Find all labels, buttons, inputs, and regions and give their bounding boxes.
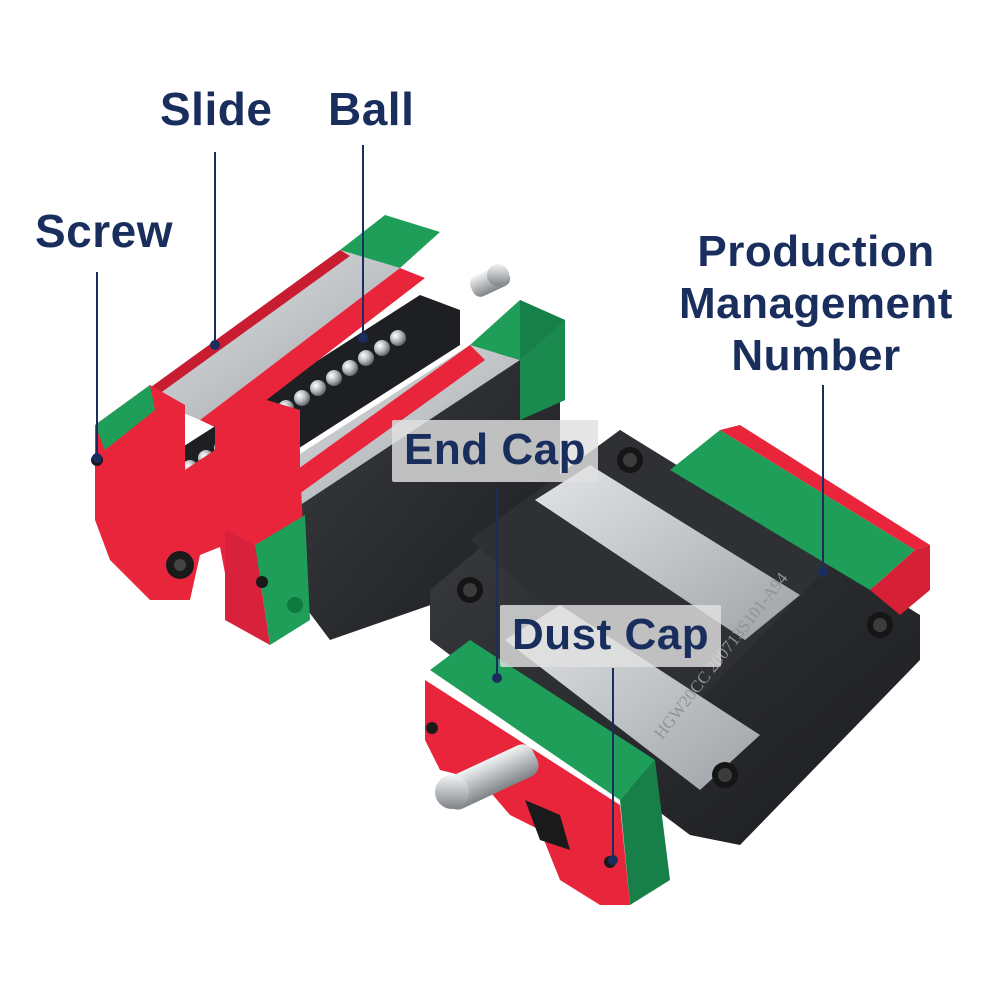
left-slide-surface [140, 250, 400, 420]
left-dust-cap-top [340, 215, 440, 268]
front-end-cap [425, 680, 630, 905]
production-management-number-label: Production Management Number [666, 226, 966, 382]
block-top-stripe-1 [535, 465, 800, 640]
grease-nipple-front [435, 744, 539, 810]
ball-label: Ball [328, 83, 415, 135]
screw-head-right [256, 576, 268, 588]
slide-label: Slide [160, 83, 273, 135]
end-cap-label: End Cap [392, 420, 598, 482]
production-label-line-2: Management [679, 279, 953, 328]
left-end-cap [95, 385, 300, 600]
front-dust-cap-top [430, 640, 655, 800]
mounting-holes [457, 447, 893, 788]
production-label-line-1: Production [697, 227, 935, 276]
screw-label: Screw [35, 205, 174, 257]
back-end-cap [720, 425, 930, 550]
dust-cap-label: Dust Cap [500, 605, 722, 667]
red-rail-right [255, 345, 485, 515]
production-label-line-3: Number [731, 331, 901, 380]
front-dust-cap-side [620, 760, 670, 905]
red-rail-edge [140, 250, 350, 402]
back-dust-cap [670, 430, 915, 590]
red-rail-left [200, 268, 425, 432]
callout-leaders [92, 145, 828, 865]
grease-nipple-back [469, 264, 511, 297]
